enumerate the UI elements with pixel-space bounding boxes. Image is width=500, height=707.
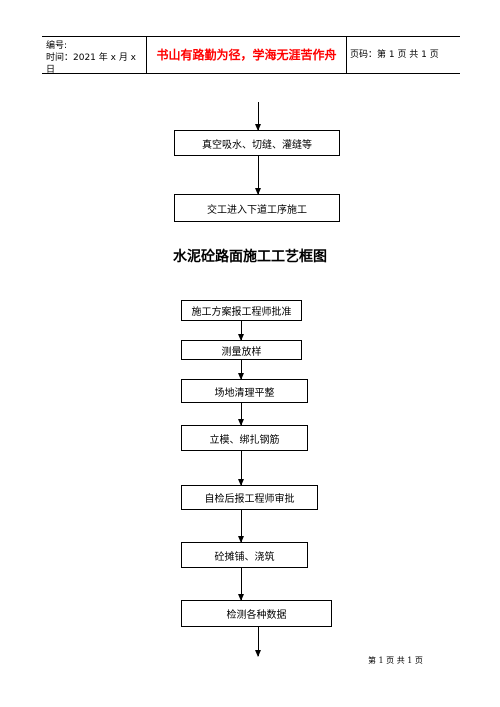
flow-box: 场地清理平整 bbox=[181, 379, 308, 403]
flow-arrow bbox=[255, 156, 261, 195]
diagram-title: 水泥砼路面施工工艺框图 bbox=[173, 249, 327, 265]
flow-arrow bbox=[238, 568, 244, 601]
time-label: 时间：2021 年 x 月 x 日 bbox=[46, 53, 137, 75]
page-info: 页码：第 1 页 共 1 页 bbox=[350, 50, 439, 60]
flow-arrow bbox=[255, 627, 261, 657]
flow-arrow bbox=[238, 451, 244, 486]
flow-arrow bbox=[238, 321, 244, 341]
header-meta: 编号: 时间：2021 年 x 月 x 日 bbox=[46, 37, 146, 75]
flow-box: 检测各种数据 bbox=[181, 600, 332, 627]
code-label: 编号: bbox=[46, 41, 68, 51]
flow-arrow bbox=[238, 403, 244, 426]
flow-arrow bbox=[238, 360, 244, 380]
header-divider bbox=[346, 37, 347, 73]
flow-box: 立模、绑扎钢筋 bbox=[181, 425, 308, 451]
page-footer: 第 1 页 共 1 页 bbox=[368, 656, 423, 665]
flow-box: 施工方案报工程师批准 bbox=[181, 300, 302, 321]
flow-box: 测量放样 bbox=[181, 340, 302, 360]
page-header: 编号: 时间：2021 年 x 月 x 日 书山有路勤为径，学海无涯苦作舟 页码… bbox=[42, 36, 460, 75]
header-motto: 书山有路勤为径，学海无涯苦作舟 bbox=[156, 48, 337, 62]
header-divider bbox=[146, 37, 147, 73]
flow-box: 自检后报工程师审批 bbox=[181, 485, 318, 510]
flow-box: 真空吸水、切缝、灌缝等 bbox=[174, 130, 340, 156]
flow-box: 砼摊铺、浇筑 bbox=[181, 542, 308, 568]
flow-box: 交工进入下道工序施工 bbox=[174, 194, 340, 222]
flow-arrow bbox=[238, 510, 244, 543]
flow-arrow bbox=[255, 102, 261, 131]
